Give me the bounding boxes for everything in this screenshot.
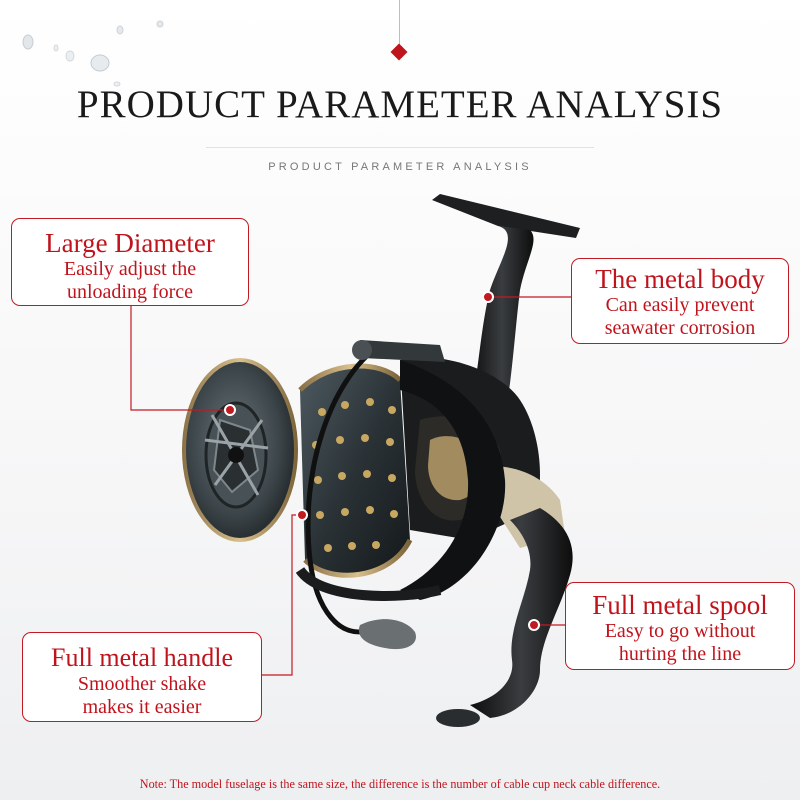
callout-title: Full metal spool [592,590,768,620]
callout-title: The metal body [595,264,765,294]
callout-text-line-2: makes it easier [82,696,202,718]
reel-drag-knob [182,358,298,542]
reel-bail [305,340,445,635]
page-title: PRODUCT PARAMETER ANALYSIS [76,83,724,126]
callout-text-line-1: Easy to go without [604,620,756,642]
header-top-line [399,0,400,48]
callout-text-line-1: Easily adjust the [63,258,197,280]
title-divider [206,147,594,148]
callout-text-line-2: seawater corrosion [604,317,756,339]
callout-metal-handle: Full metal handle Smoother shake makes i… [22,632,262,722]
callout-metal-body: The metal body Can easily prevent seawat… [571,258,789,344]
water-drops-decoration [22,20,164,87]
reel-spool [298,363,413,578]
footnote: Note: The model fuselage is the same siz… [139,777,661,791]
callout-title: Full metal handle [51,643,233,672]
callout-text-line-1: Smoother shake [77,673,207,695]
page-subtitle: PRODUCT PARAMETER ANALYSIS [268,161,532,173]
reel-handle [358,508,573,727]
callout-text-line-2: unloading force [66,281,194,303]
callout-large-diameter: Large Diameter Easily adjust the unloadi… [11,218,249,306]
callout-text-line-2: hurting the line [618,643,742,665]
callout-metal-spool: Full metal spool Easy to go without hurt… [565,582,795,670]
reel-foot [432,194,580,415]
leader-dots [224,291,540,631]
callout-title: Large Diameter [45,228,215,258]
reel-rotor [295,360,506,601]
callout-text-line-1: Can easily prevent [605,294,755,316]
